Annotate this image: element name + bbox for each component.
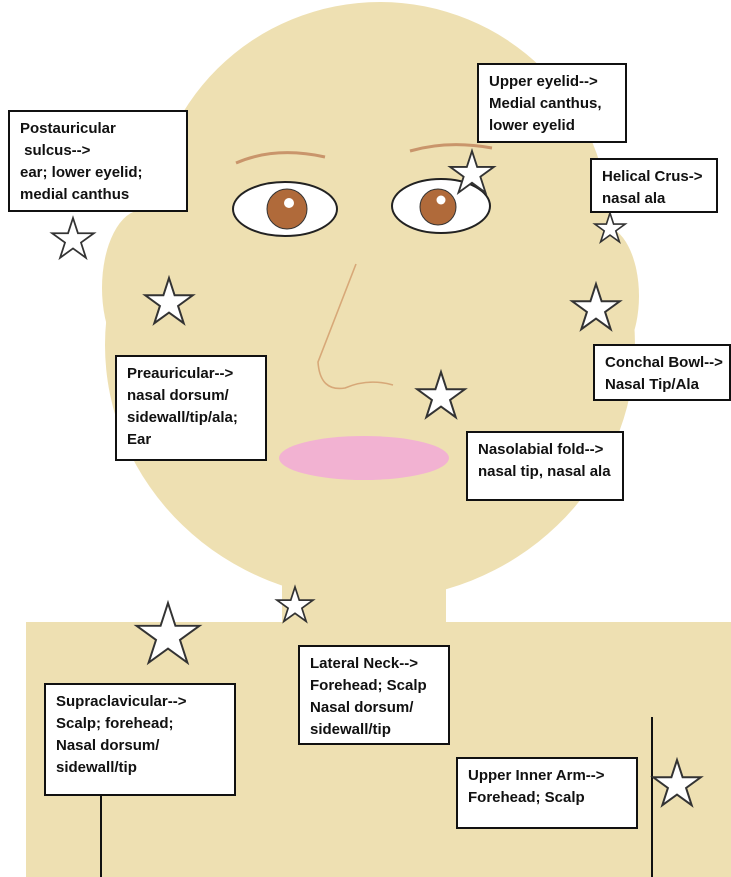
left-pupil-highlight xyxy=(437,196,446,205)
preauricular-label: Preauricular--> nasal dorsum/ sidewall/t… xyxy=(115,355,267,461)
right-pupil-highlight xyxy=(284,198,294,208)
lips xyxy=(279,436,449,480)
star-icon xyxy=(52,218,94,258)
helical-crus-label: Helical Crus-> nasal ala xyxy=(590,158,718,213)
postauricular-sulcus-label: Postauricular sulcus--> ear; lower eyeli… xyxy=(8,110,188,212)
right-iris xyxy=(267,189,307,229)
lateral-neck-label: Lateral Neck--> Forehead; Scalp Nasal do… xyxy=(298,645,450,745)
upper-inner-arm-label: Upper Inner Arm--> Forehead; Scalp xyxy=(456,757,638,829)
upper-eyelid-label: Upper eyelid--> Medial canthus, lower ey… xyxy=(477,63,627,143)
nasolabial-fold-label: Nasolabial fold--> nasal tip, nasal ala xyxy=(466,431,624,501)
supraclavicular-label: Supraclavicular--> Scalp; forehead; Nasa… xyxy=(44,683,236,796)
conchal-bowl-label: Conchal Bowl--> Nasal Tip/Ala xyxy=(593,344,731,401)
left-iris xyxy=(420,189,456,225)
